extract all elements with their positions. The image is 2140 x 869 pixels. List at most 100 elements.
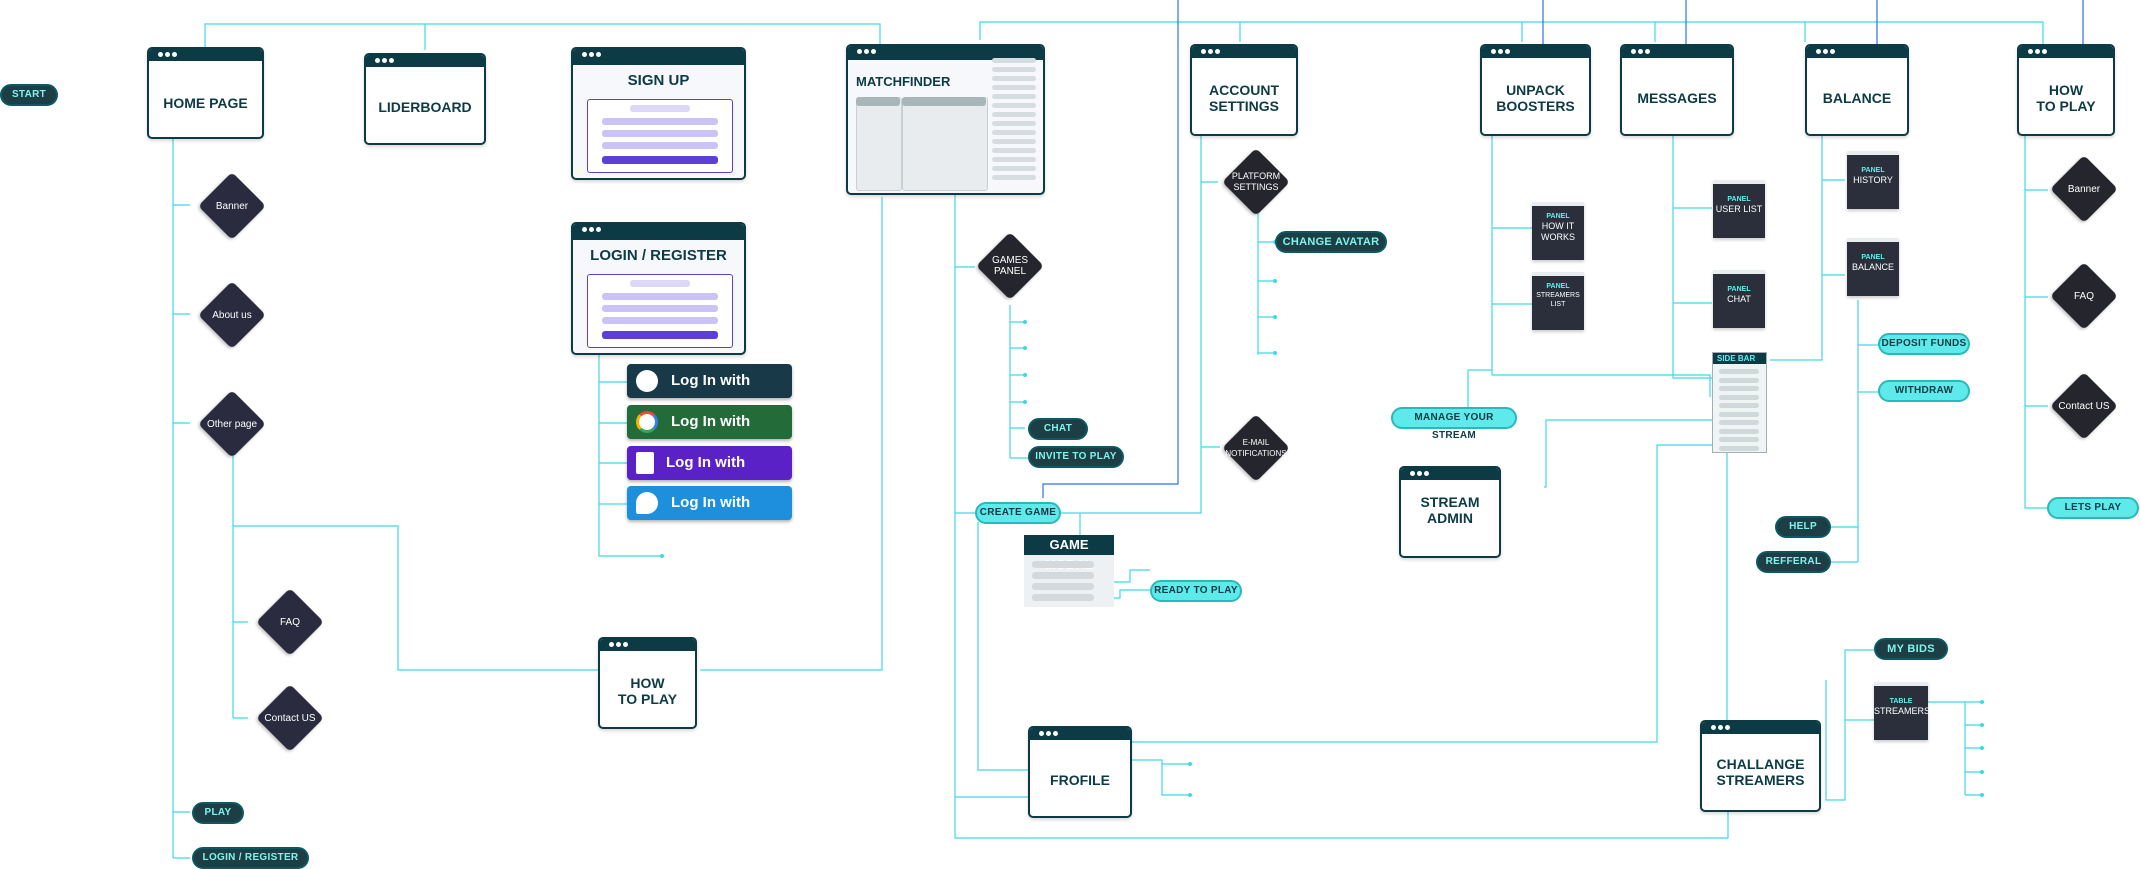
skeleton-row	[992, 103, 1036, 108]
skeleton-row	[1719, 411, 1759, 417]
pill-withdraw[interactable]: WITHDRAW	[1878, 380, 1970, 402]
signup-form	[587, 99, 733, 173]
pill-deposit-funds[interactable]: DEPOSIT FUNDS	[1878, 333, 1970, 355]
login-steam-button[interactable]: Log In with Steam	[627, 364, 792, 423]
pill-ready-to-play[interactable]: READY TO PLAY	[1150, 580, 1242, 602]
window-liderboard[interactable]: LIDERBOARD	[364, 53, 486, 145]
skeleton-row	[1719, 428, 1759, 434]
window-title: LOGIN / REGISTER	[590, 247, 727, 264]
skeleton-row	[992, 58, 1036, 63]
window-matchfinder[interactable]: MATCHFINDER	[846, 44, 1045, 195]
skeleton-row	[1032, 583, 1094, 590]
diamond-other-page[interactable]: Other page	[198, 390, 266, 458]
window-title: FROFILE	[1050, 772, 1110, 788]
twitch-icon	[636, 452, 654, 474]
pill-refferal[interactable]: REFFERAL	[1756, 551, 1831, 573]
skeleton-row	[992, 67, 1036, 72]
login-google-button[interactable]: Log In with Google	[627, 405, 792, 464]
skeleton-row	[1719, 386, 1759, 391]
pill-invite-to-play[interactable]: INVITE TO PLAY	[1028, 446, 1124, 468]
window-balance[interactable]: BALANCE	[1805, 44, 1909, 136]
skeleton-row	[992, 175, 1036, 180]
skeleton-row	[1032, 561, 1094, 568]
google-icon	[636, 411, 658, 433]
diamond-about-us[interactable]: About us	[198, 281, 266, 349]
skeleton-row	[1719, 403, 1759, 408]
skeleton-row	[1719, 437, 1759, 442]
window-title: HOME PAGE	[163, 95, 248, 111]
window-messages[interactable]: MESSAGES	[1620, 44, 1734, 136]
skeleton-row	[992, 112, 1036, 117]
diamond-banner-right[interactable]: Banner	[2050, 155, 2118, 223]
skeleton-row	[992, 166, 1036, 171]
window-title: BALANCE	[1822, 90, 1892, 106]
skeleton-row	[1719, 420, 1759, 425]
window-login-register[interactable]: LOGIN / REGISTER	[571, 222, 746, 355]
pill-help[interactable]: HELP	[1775, 516, 1831, 538]
login-twitter-button[interactable]: Log In with Twitter	[627, 486, 792, 545]
game-modal[interactable]: GAME MODAL	[1024, 535, 1114, 607]
pill-create-game[interactable]: CREATE GAME	[975, 502, 1061, 524]
skeleton-row	[992, 85, 1036, 90]
window-title: MATCHFINDER	[856, 74, 951, 89]
window-titlebar	[149, 49, 262, 61]
pill-lets-play[interactable]: LETS PLAY	[2047, 497, 2139, 519]
diamond-banner[interactable]: Banner	[198, 172, 266, 240]
skeleton-row	[1719, 394, 1759, 400]
window-profile[interactable]: FROFILE	[1028, 726, 1132, 818]
login-twitch-button[interactable]: Log In with Twitch	[627, 446, 792, 505]
steam-icon	[636, 370, 658, 392]
skeleton-row	[1719, 369, 1759, 374]
skeleton-row	[1032, 594, 1094, 601]
skeleton-row	[1719, 445, 1759, 451]
side-bar[interactable]: SIDE BAR	[1712, 352, 1767, 453]
skeleton-row	[992, 139, 1036, 144]
diamond-faq-right[interactable]: FAQ	[2050, 262, 2118, 330]
skeleton-row	[992, 121, 1036, 126]
side-bar-title: SIDE BAR	[1713, 353, 1766, 364]
diamond-faq[interactable]: FAQ	[256, 588, 324, 656]
start-node[interactable]: START	[0, 84, 58, 106]
pill-chat[interactable]: CHAT	[1028, 418, 1088, 440]
window-home-page[interactable]: HOME PAGE	[147, 47, 264, 139]
diamond-contact-us-right[interactable]: Contact US	[2050, 372, 2118, 440]
pill-my-bids[interactable]: MY BIDS	[1874, 638, 1948, 660]
skeleton-row	[992, 94, 1036, 99]
pill-play[interactable]: PLAY	[192, 802, 244, 824]
skeleton-row	[1032, 572, 1094, 579]
skeleton-row	[1719, 377, 1759, 383]
window-title: SIGN UP	[627, 72, 690, 89]
window-title: LIDERBOARD	[378, 99, 472, 115]
skeleton-row	[992, 76, 1036, 81]
window-sign-up[interactable]: SIGN UP	[571, 47, 746, 180]
pill-login-register[interactable]: LOGIN / REGISTER	[192, 847, 309, 869]
skeleton-row	[992, 130, 1036, 135]
pill-manage-your-stream[interactable]: MANAGE YOUR STREAM	[1391, 407, 1517, 441]
pill-change-avatar[interactable]: CHANGE AVATAR	[1275, 231, 1387, 253]
skeleton-row	[992, 148, 1036, 153]
diamond-contact-us[interactable]: Contact US	[256, 684, 324, 752]
